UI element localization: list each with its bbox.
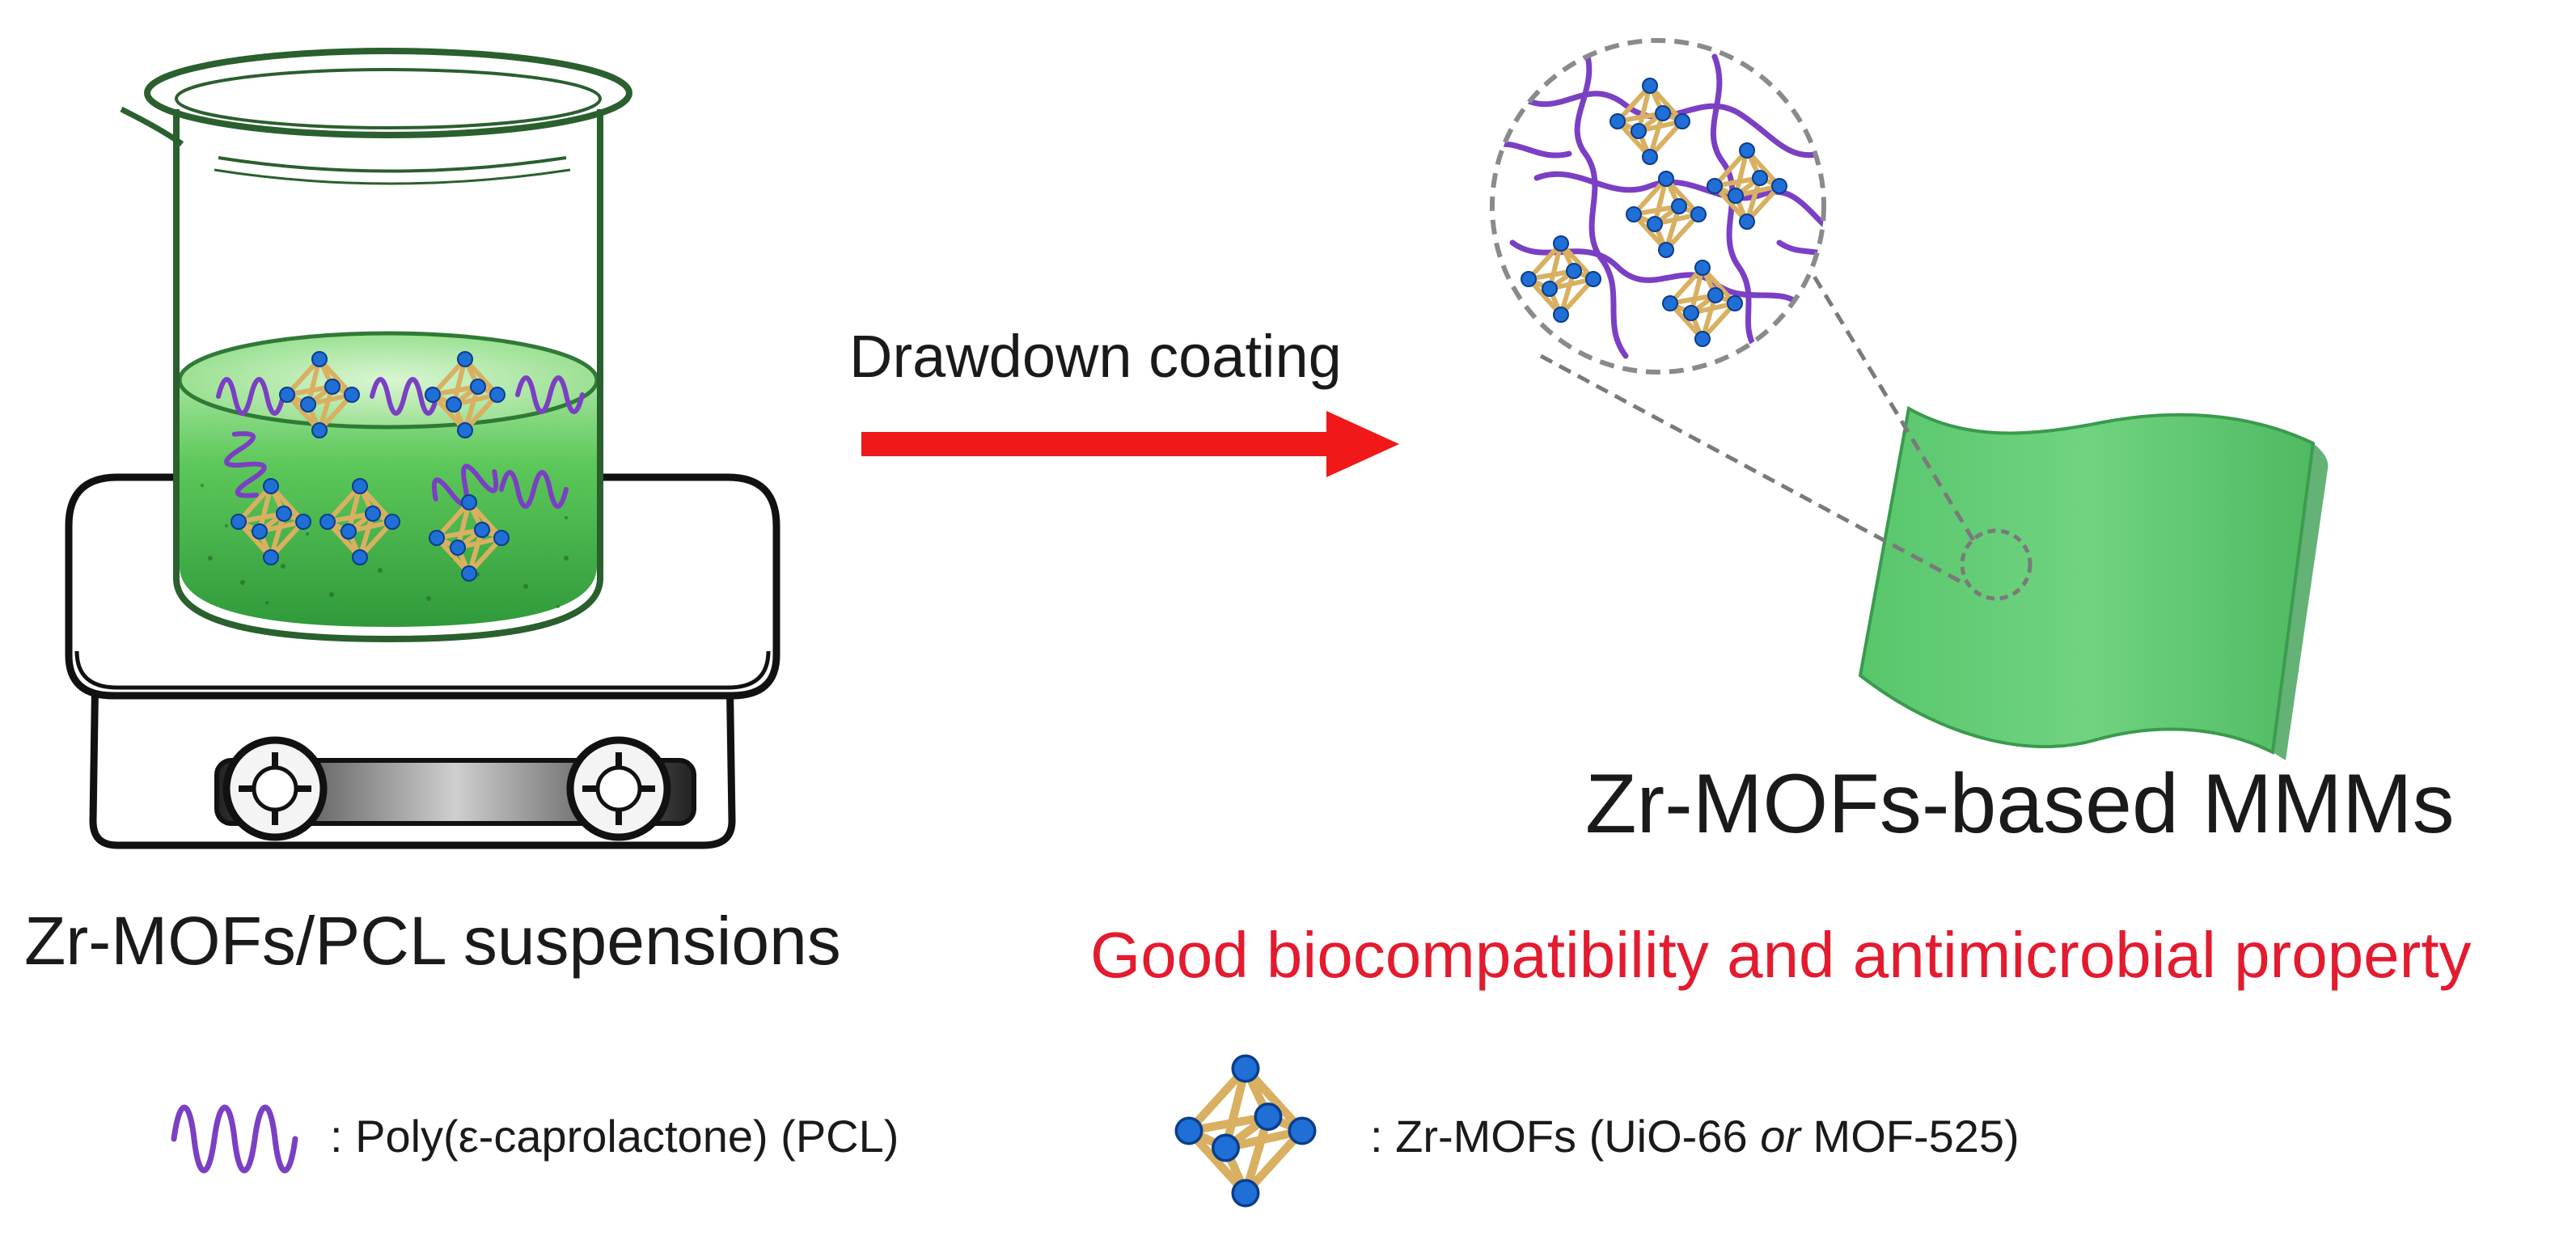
- beaker: [120, 48, 632, 643]
- legend-pcl-icon: [171, 1104, 298, 1174]
- legend-mof-or: or: [1760, 1111, 1800, 1162]
- membrane-title: Zr-MOFs-based MMMs: [1585, 757, 2455, 851]
- property-statement: Good biocompatibility and antimicrobial …: [1090, 919, 2472, 991]
- zoom-spot: [1960, 528, 2032, 601]
- beaker-glass: [173, 109, 603, 643]
- process-arrow: [861, 411, 1399, 477]
- legend-mof-label: : Zr-MOFs (UiO-66 or MOF-525): [1370, 1110, 2020, 1162]
- hot-plate-knob-right: [566, 736, 671, 841]
- zoom-inset: [1490, 38, 1826, 375]
- legend-mof-icon: [1176, 1056, 1315, 1206]
- legend-pcl-label: : Poly(ε-caprolactone) (PCL): [330, 1111, 899, 1162]
- legend-mof-prefix: : Zr-MOFs (UiO-66: [1370, 1111, 1761, 1162]
- hot-plate-knob-left: [222, 736, 328, 841]
- suspension-caption: Zr-MOFs/PCL suspensions: [24, 903, 841, 979]
- beaker-spout: [120, 106, 184, 146]
- zoom-connector: [1539, 257, 1976, 586]
- legend-mof-suffix: MOF-525): [1800, 1111, 2020, 1162]
- arrow-label: Drawdown coating: [849, 323, 1342, 390]
- beaker-rim: [144, 48, 632, 138]
- membrane: [1858, 405, 2316, 756]
